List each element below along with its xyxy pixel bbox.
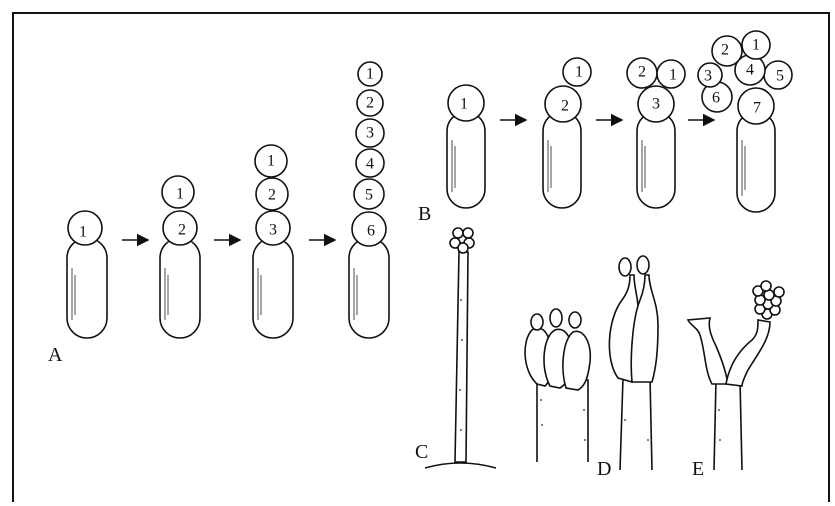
panel-b-stage-3: 3 2 1: [627, 58, 685, 208]
panel-label-c: C: [415, 441, 428, 463]
cell-number: 3: [704, 68, 712, 85]
cell-number: 2: [268, 187, 276, 204]
cell-number: 1: [575, 64, 583, 81]
panel-b-stage-4: 7 6 3 5 4 2 1: [698, 31, 792, 212]
panel-a-stage-1: 1: [67, 211, 107, 338]
panel-label-b: B: [418, 203, 431, 225]
cell-number: 2: [366, 95, 374, 112]
panel-label-a: A: [48, 344, 63, 366]
panel-b-stage-1: 1: [447, 85, 485, 208]
cell-number: 5: [365, 187, 373, 204]
cell-number: 3: [366, 125, 374, 142]
panel-d-phialides-right: [609, 256, 658, 470]
panel-a-stage-4: 6 5 4 3 2 1: [349, 62, 389, 338]
cell-number: 3: [652, 96, 660, 113]
panel-c-conidiophore: [425, 228, 496, 468]
cell-number: 4: [366, 156, 374, 173]
cell-number: 5: [776, 68, 784, 85]
panel-a-stage-2: 2 1: [160, 176, 200, 338]
cell-number: 2: [178, 222, 186, 239]
panel-e-phialides: [688, 281, 784, 470]
cell-number: 4: [746, 62, 754, 79]
cell-number: 1: [752, 37, 760, 54]
panel-d-phialides-left: [525, 309, 590, 462]
cell-number: 2: [561, 98, 569, 115]
cell-number: 7: [753, 100, 761, 117]
cell-number: 1: [460, 96, 468, 113]
cell-number: 3: [269, 222, 277, 239]
cell-number: 6: [712, 90, 720, 107]
cell-number: 1: [267, 153, 275, 170]
cell-number: 6: [367, 223, 375, 240]
panel-label-e: E: [692, 458, 704, 480]
cell-number: 1: [366, 66, 374, 83]
cell-number: 1: [79, 224, 87, 241]
panel-b-stage-2: 2 1: [543, 58, 591, 208]
cell-number: 1: [176, 186, 184, 203]
cell-number: 2: [721, 42, 729, 59]
cell-number: 1: [669, 67, 677, 84]
panel-label-d: D: [597, 458, 611, 480]
panel-a-stage-3: 3 2 1: [253, 145, 293, 338]
cell-number: 2: [638, 64, 646, 81]
